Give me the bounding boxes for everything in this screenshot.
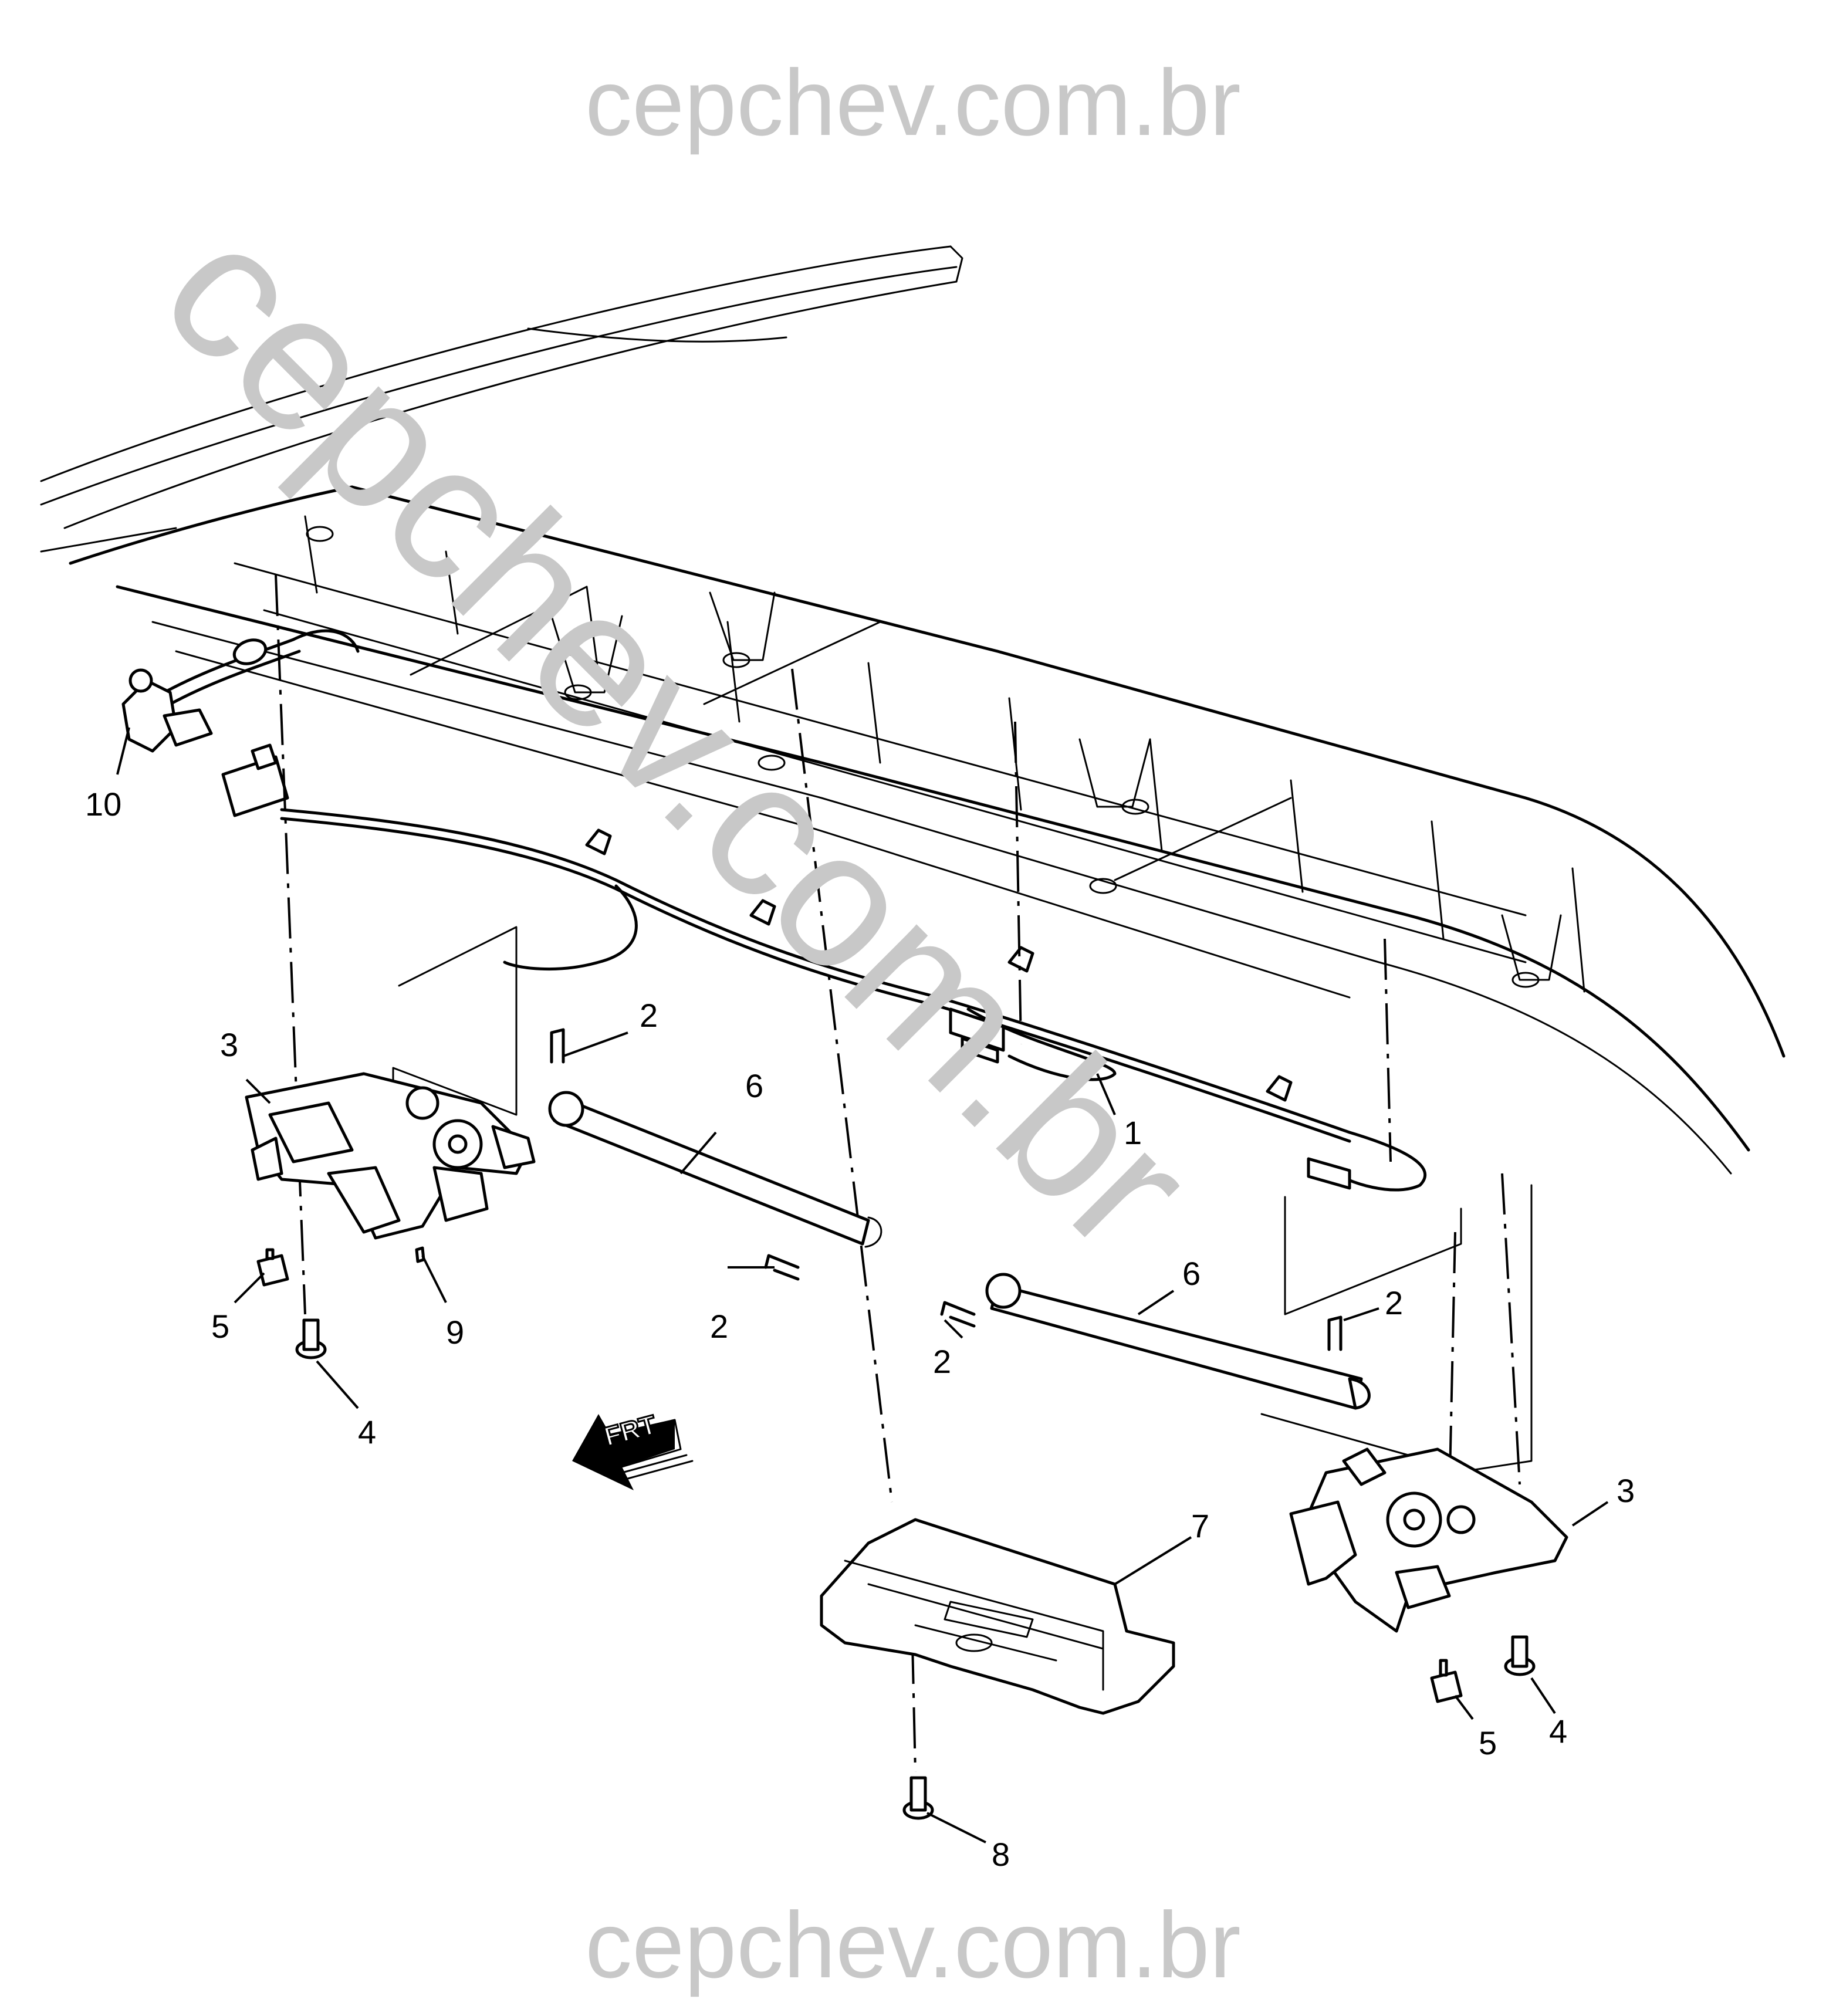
callout-1: 1 [1124, 1114, 1142, 1151]
hood-panel [40, 245, 963, 553]
callout-6: 6 [745, 1067, 763, 1104]
fasteners [256, 1246, 1536, 1820]
callout-2: 2 [640, 997, 658, 1034]
assembly-lines [275, 574, 1533, 1773]
callout-7: 7 [1191, 1507, 1209, 1544]
callout-10: 10 [85, 786, 121, 823]
callout-5: 5 [211, 1308, 229, 1345]
rod-clips [550, 1028, 1343, 1351]
callout-2: 2 [1385, 1284, 1403, 1321]
callout-8: 8 [992, 1836, 1010, 1873]
callout-2: 2 [933, 1343, 951, 1380]
watermark-top: cepchev.com.br [585, 50, 1241, 155]
latch-rods [548, 1091, 1371, 1410]
hood-latch-left [245, 1072, 536, 1240]
callout-3: 3 [1617, 1472, 1635, 1509]
release-handle-assembly [121, 629, 360, 817]
callout-4: 4 [1549, 1713, 1567, 1750]
front-direction-arrow: FRT [572, 1408, 694, 1490]
callout-4: 4 [358, 1413, 376, 1450]
callout-5: 5 [1479, 1724, 1497, 1761]
callout-leaders [116, 727, 1609, 1844]
latch-support-bracket [820, 1518, 1175, 1715]
callout-labels: 1 2 2 2 2 3 3 4 4 5 5 6 6 7 8 9 10 [85, 786, 1635, 1873]
hood-inner-frame [69, 485, 1786, 1175]
hood-latch-right [1289, 1447, 1568, 1633]
callout-2: 2 [710, 1308, 728, 1345]
callout-9: 9 [446, 1314, 464, 1351]
callout-6: 6 [1182, 1255, 1201, 1292]
release-cable [280, 808, 1427, 1192]
watermark-bottom: cepchev.com.br [585, 1892, 1241, 1997]
callout-3: 3 [220, 1026, 238, 1063]
